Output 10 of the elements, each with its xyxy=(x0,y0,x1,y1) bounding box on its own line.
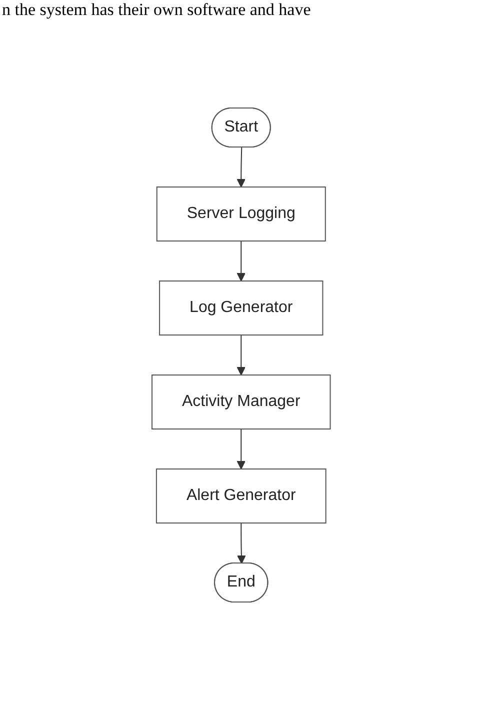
node-box: Activity Manager xyxy=(152,374,332,430)
arrow xyxy=(237,147,246,188)
node-box: Log Generator xyxy=(159,280,324,336)
arrow xyxy=(237,334,246,376)
arrow xyxy=(237,522,246,564)
arrow xyxy=(237,240,246,282)
node-box: Alert Generator xyxy=(156,468,327,524)
node-box: Server Logging xyxy=(156,186,326,242)
note-text: n the system has their own software and have xyxy=(2,0,312,20)
arrow xyxy=(237,428,246,470)
